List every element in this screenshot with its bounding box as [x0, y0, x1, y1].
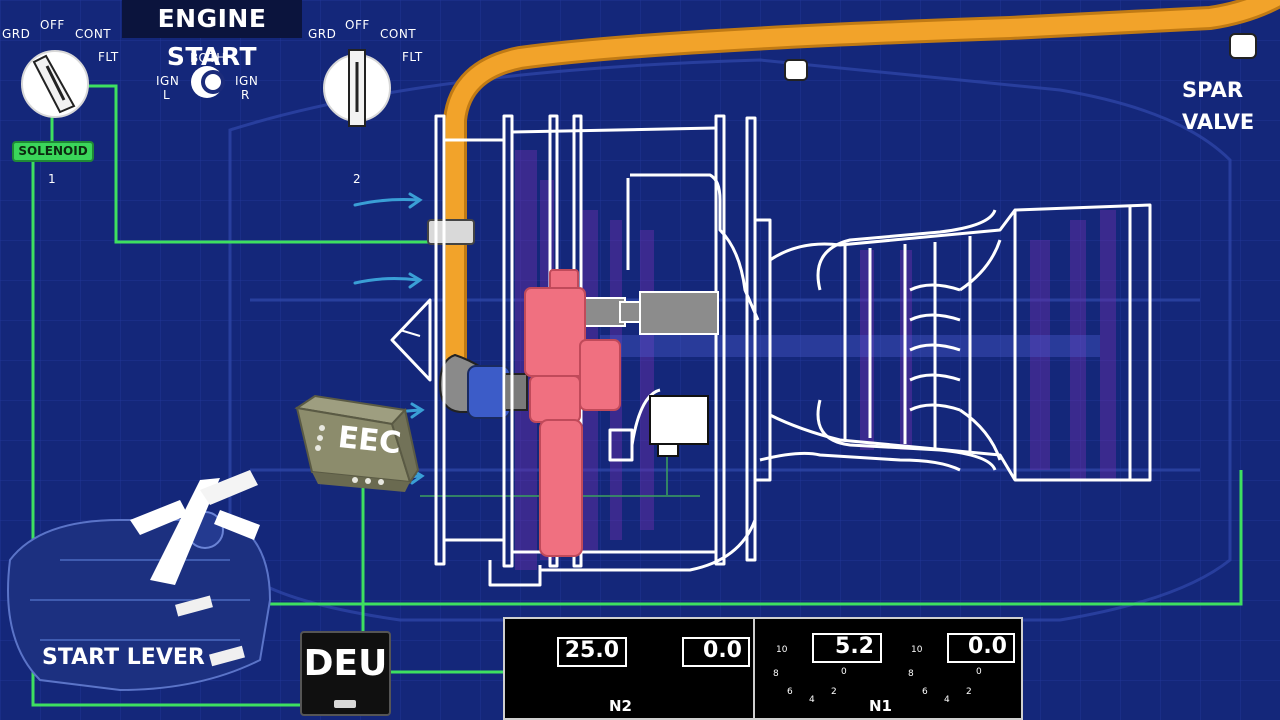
starter-coupling	[504, 373, 528, 411]
n1-g1-tick-6: 6	[787, 687, 793, 697]
selector-2-off-label: OFF	[345, 18, 370, 32]
deu-label: DEU	[303, 643, 388, 684]
solenoid-label: SOLENOID	[12, 141, 94, 162]
background-shaft-band	[600, 335, 1100, 357]
start-lever-mechanism	[7, 470, 272, 692]
ignition-left-label-bottom: L	[163, 88, 171, 102]
n2-engine2-readout: 0.0	[682, 637, 750, 667]
selector-2-cont-label: CONT	[380, 27, 417, 41]
n1-g1-tick-4: 4	[809, 695, 815, 705]
n1-engine1-readout: 5.2	[812, 633, 882, 663]
selector-1-flt-label: FLT	[98, 50, 119, 64]
ignition-right-label-bottom: R	[241, 88, 250, 102]
deu-connector	[334, 700, 356, 708]
selector-1-cont-label: CONT	[75, 27, 112, 41]
n1-g2-tick-0: 0	[976, 667, 982, 677]
starter-shaft	[584, 291, 719, 335]
n1-label: N1	[869, 697, 892, 715]
engine-display-panel: 25.0 0.0 N2 5.2 0.0 N1 10 8 6 4 2 0 10 8…	[503, 617, 1023, 720]
ignition-exciter	[649, 395, 709, 457]
eec-label: EEC	[336, 420, 403, 462]
wiring	[31, 84, 1243, 707]
ignition-left-label-top: IGN	[156, 74, 180, 88]
n1-g2-tick-6: 6	[922, 687, 928, 697]
start-valve	[427, 219, 475, 245]
start-lever-label: START LEVER	[42, 645, 205, 670]
n1-g2-tick-4: 4	[944, 695, 950, 705]
air-turbine-starter	[524, 269, 621, 557]
duct-valve-marker	[784, 59, 808, 81]
spar-valve-label-top: SPAR	[1182, 78, 1244, 102]
n2-label: N2	[609, 697, 632, 715]
n1-g2-tick-2: 2	[966, 687, 972, 697]
eec-box	[294, 394, 420, 492]
n1-g2-tick-8: 8	[908, 669, 914, 679]
n1-g1-tick-8: 8	[773, 669, 779, 679]
deu-box: DEU	[300, 631, 391, 716]
n1-g1-tick-0: 0	[841, 667, 847, 677]
selector-2-grd-label: GRD	[308, 27, 337, 41]
selector-2-number: 2	[353, 172, 361, 186]
selector-1-off-label: OFF	[40, 18, 65, 32]
ignition-right-label-top: IGN	[235, 74, 259, 88]
selector-1-number: 1	[48, 172, 56, 186]
n1-g2-tick-10: 10	[911, 645, 923, 655]
n1-engine2-readout: 0.0	[947, 633, 1015, 663]
page-title: ENGINE START	[122, 0, 302, 71]
n1-g1-tick-2: 2	[831, 687, 837, 697]
start-selector-1[interactable]	[21, 50, 89, 118]
panel-divider	[753, 619, 755, 718]
engine-outline	[390, 114, 1152, 587]
n1-g1-tick-10: 10	[776, 645, 788, 655]
bleed-air-duct	[443, 0, 1280, 372]
selector-1-grd-label: GRD	[2, 27, 31, 41]
n2-engine1-readout: 25.0	[557, 637, 627, 667]
selector-2-flt-label: FLT	[402, 50, 423, 64]
spar-valve-marker	[1229, 33, 1257, 59]
spar-valve-label-bottom: VALVE	[1182, 110, 1255, 134]
start-selector-2[interactable]	[323, 49, 391, 127]
ignition-select-switch[interactable]	[191, 66, 225, 98]
ignition-both-label: BOTH	[190, 51, 226, 65]
